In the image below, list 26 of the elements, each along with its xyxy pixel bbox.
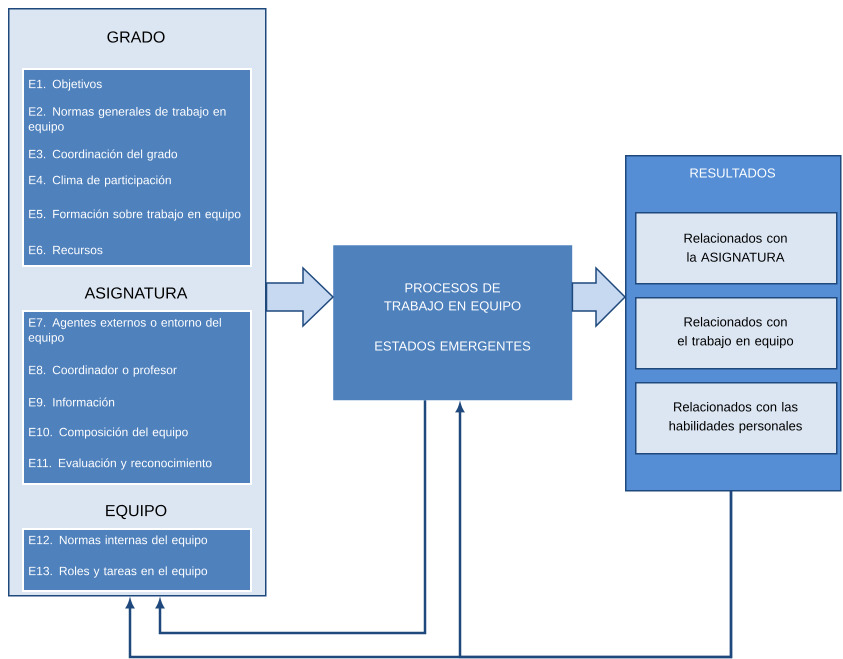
feedback-arrow	[156, 400, 426, 634]
list-item: E8. Coordinador o profesor	[29, 365, 177, 377]
box-title: ESTADOS EMERGENTES	[375, 341, 530, 351]
list-item: E3. Coordinación del grado	[29, 149, 178, 161]
list-item: E10. Composición del equipo	[29, 427, 188, 439]
box-text: Relacionados con el trabajo en equipo	[678, 316, 794, 348]
box-title: RESULTADOS	[690, 168, 776, 178]
list-item: E6. Recursos	[29, 246, 102, 254]
section-heading: ASIGNATURA	[84, 287, 188, 299]
list-item: E9. Información	[29, 398, 114, 406]
list-item: E13. Roles y tareas en el equipo	[29, 566, 208, 578]
box-text: Relacionados con las habilidades personales	[670, 402, 802, 434]
list-item: E11. Evaluación y reconocimiento	[29, 458, 212, 470]
block-arrow	[266, 266, 334, 328]
list-item: E12. Normas internas del equipo	[29, 535, 208, 547]
box-title: PROCESOS DE TRABAJO EN EQUIPO	[384, 283, 520, 313]
box-text: Relacionados con la ASIGNATURA	[684, 233, 787, 262]
list-item: E7. Agentes externos o entorno del equipo	[28, 318, 221, 344]
section-heading: GRADO	[107, 31, 165, 43]
block-arrow	[572, 266, 626, 328]
list-item: E5. Formación sobre trabajo en equipo	[29, 209, 240, 221]
feedback-arrow	[456, 404, 732, 658]
list-item: E2. Normas generales de trabajo en equipo	[28, 106, 226, 134]
list-item: E4. Clima de participación	[29, 175, 171, 187]
list-item: E1. Objetivos	[29, 79, 102, 91]
section-heading: EQUIPO	[106, 504, 166, 520]
